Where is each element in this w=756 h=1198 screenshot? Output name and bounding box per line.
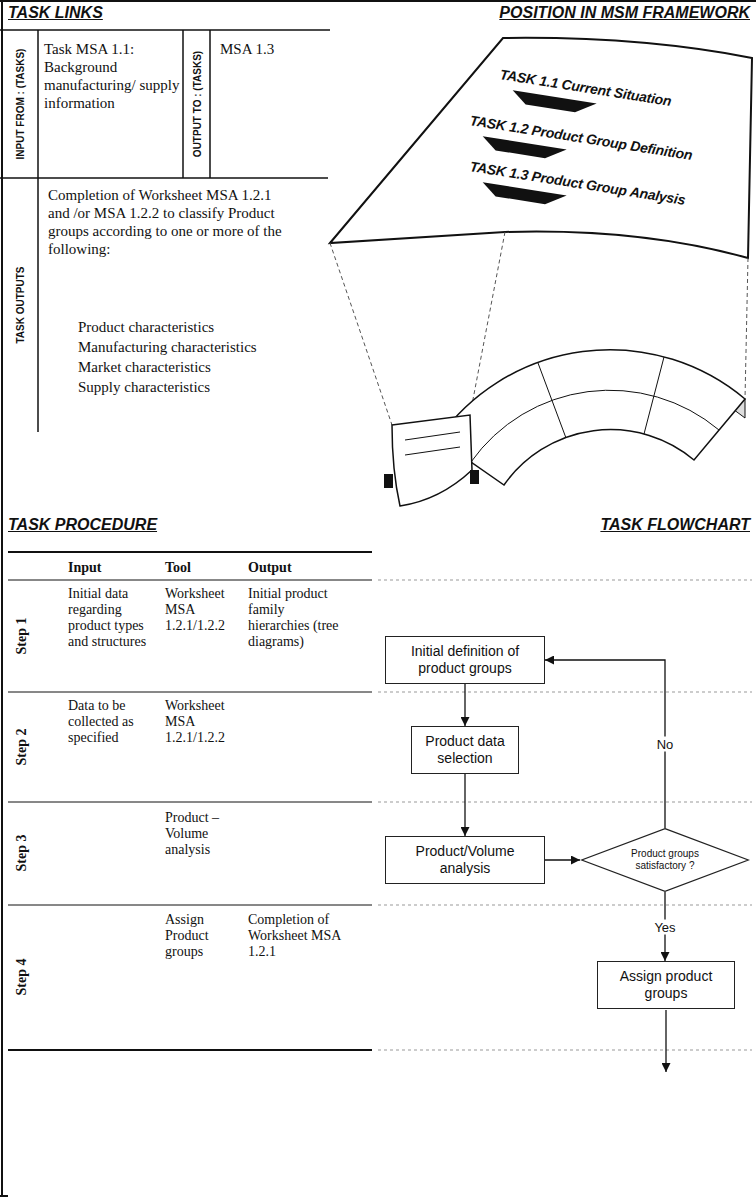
table-cell: Worksheet MSA 1.2.1/1.2.2 xyxy=(165,586,245,634)
flow-arrow xyxy=(545,660,665,828)
step-guide-line xyxy=(378,802,752,803)
table-line xyxy=(8,905,372,906)
table-header: Output xyxy=(248,559,292,576)
table-cell: Initial data regarding product types and… xyxy=(68,586,160,650)
frame-line xyxy=(0,0,756,2)
grid-line xyxy=(182,30,184,178)
step-guide-line xyxy=(378,1050,752,1051)
diamond-outline xyxy=(582,829,749,892)
step-label: Step 3 xyxy=(14,835,30,872)
process-box: Assign product groups xyxy=(597,961,735,1009)
grid-line xyxy=(209,30,211,178)
side-label: INPUT FROM : (TASKS) xyxy=(15,49,26,160)
table-line xyxy=(8,1049,372,1051)
shield-handle xyxy=(470,470,479,484)
table-line xyxy=(8,802,372,803)
wheel-divider xyxy=(644,357,664,434)
exit-arrow xyxy=(665,1010,666,1072)
table-cell: Worksheet MSA 1.2.1/1.2.2 xyxy=(165,698,245,746)
process-box: Product/Volume analysis xyxy=(385,836,545,884)
grid-line xyxy=(0,29,330,31)
node-text: Assign product groups xyxy=(606,968,726,1002)
text-block: Completion of Worksheet MSA 1.2.1 and /o… xyxy=(48,186,286,258)
text-block: Task MSA 1.1: Background manufacturing/ … xyxy=(44,40,180,112)
shield-line xyxy=(405,447,460,455)
table-cell: Assign Product groups xyxy=(165,912,245,960)
step-guide-line xyxy=(378,580,752,581)
list-item: Market characteristics xyxy=(78,358,211,376)
table-header: Tool xyxy=(165,559,191,576)
decision-diamond: Product groups satisfactory ? xyxy=(580,828,750,892)
projection-line xyxy=(330,243,392,425)
section-heading: POSITION IN MSM FRAMEWORK xyxy=(499,4,750,22)
frame-line xyxy=(1,0,3,1196)
node-text: Product groups satisfactory ? xyxy=(619,848,711,872)
node-text: Initial definition of product groups xyxy=(394,643,536,677)
flow-arrow xyxy=(545,859,580,860)
step-guide-line xyxy=(378,692,752,693)
framework-sheet xyxy=(330,38,752,258)
list-item: Supply characteristics xyxy=(78,378,210,396)
step-label: Step 2 xyxy=(14,729,30,766)
edge-label: No xyxy=(654,737,677,752)
table-cell: Initial product family hierarchies (tree… xyxy=(248,586,348,650)
frame-line xyxy=(0,1195,8,1197)
table-cell: Product – Volume analysis xyxy=(165,810,245,858)
flow-arrow xyxy=(464,774,465,836)
wheel-divider xyxy=(538,363,566,438)
step-label: Step 4 xyxy=(14,959,30,996)
side-label: OUTPUT TO : (TASKS) xyxy=(192,51,203,157)
framework-shield xyxy=(392,415,472,506)
projection-line xyxy=(745,258,748,399)
process-box: Initial definition of product groups xyxy=(385,636,545,684)
wheel-ring xyxy=(471,390,719,462)
section-heading: TASK PROCEDURE xyxy=(8,516,157,534)
table-line xyxy=(8,551,372,553)
step-label: Step 1 xyxy=(14,618,30,655)
step-guide-line xyxy=(378,905,752,906)
side-label: TASK OUTPUTS xyxy=(15,266,26,343)
table-line xyxy=(8,580,372,581)
section-heading: TASK LINKS xyxy=(8,4,103,22)
text-block: MSA 1.3 xyxy=(220,40,274,58)
process-box: Product data selection xyxy=(411,726,519,774)
node-text: Product data selection xyxy=(420,733,510,767)
table-header: Input xyxy=(68,559,101,576)
flow-arrow xyxy=(464,684,465,726)
table-line xyxy=(8,692,372,693)
list-item: Manufacturing characteristics xyxy=(78,338,257,356)
grid-line xyxy=(37,30,39,432)
node-text: Product/Volume analysis xyxy=(394,843,536,877)
grid-line xyxy=(0,177,328,179)
table-cell: Completion of Worksheet MSA 1.2.1 xyxy=(248,912,348,960)
framework-wheel xyxy=(438,350,745,485)
list-item: Product characteristics xyxy=(78,318,214,336)
section-heading: TASK FLOWCHART xyxy=(600,516,750,534)
shield-handle xyxy=(384,474,393,488)
shield-line xyxy=(405,432,460,440)
edge-label: Yes xyxy=(651,919,678,934)
table-cell: Data to be collected as specified xyxy=(68,698,160,746)
